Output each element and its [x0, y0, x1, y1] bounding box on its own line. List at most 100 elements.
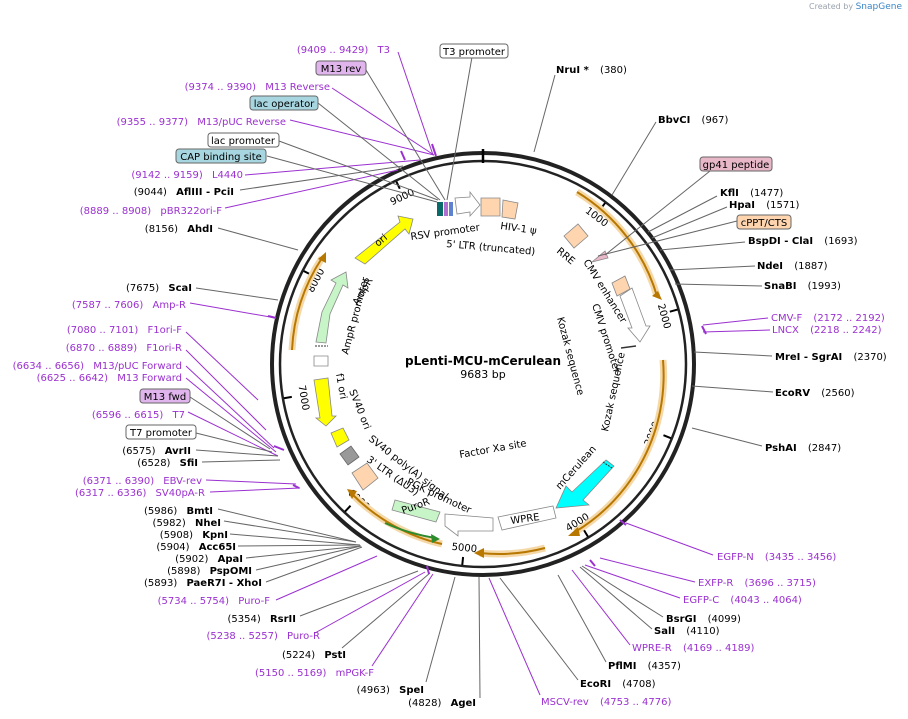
- site-mrei-sgrai: MreI - SgrAI (2370): [775, 352, 887, 363]
- leader-pflmi: [557, 574, 607, 663]
- leader-kfli: [647, 195, 718, 233]
- pgk-promoter-arrow: [444, 513, 494, 537]
- cppt-label: cPPT/CTS: [741, 218, 787, 229]
- leader-nhei: [223, 520, 357, 543]
- leader-avrii: [195, 449, 279, 457]
- leader-psti: [341, 572, 431, 649]
- orf-arc-2-line: [574, 359, 665, 533]
- leader-snabi: [674, 283, 763, 287]
- primer-egfpc: EGFP-C (4043 .. 4064): [683, 595, 802, 606]
- leader-ampr: [189, 302, 277, 319]
- primer-mscvrev: MSCV-rev (4753 .. 4776): [541, 697, 671, 708]
- scale-tick-3000: [663, 434, 672, 440]
- site-kpni: (5908) KpnI: [160, 530, 228, 541]
- primer-f1orif: (7080 .. 7101) F1ori-F: [67, 325, 182, 336]
- primer-m13fwd: (6625 .. 6642) M13 Forward: [37, 373, 182, 384]
- leader-scai: [195, 287, 279, 301]
- puror-orf-arc-head: [431, 534, 440, 543]
- t7-promoter-box: [125, 424, 197, 440]
- scale-label-7000: 7000: [296, 384, 311, 411]
- primer-puror: (5238 .. 5257) Puro-R: [206, 631, 320, 642]
- ampr-arrow: [315, 271, 349, 344]
- site-afliii-pcii: (9044) AflIII - PciI: [134, 187, 234, 198]
- credit-brand: SnapGene: [855, 2, 902, 12]
- primer-tick-t3: [431, 143, 437, 157]
- site-apai: (5902) ApaI: [175, 554, 243, 565]
- leader-lncx: [702, 329, 771, 333]
- primer-tick-l4440: [400, 150, 406, 161]
- site-nhei: (5982) NheI: [153, 518, 221, 529]
- primer-l4440: (9142 .. 9159) L4440: [131, 170, 243, 181]
- leader-m13fwd-box: [189, 396, 271, 450]
- orf-arc-1-line: [576, 191, 658, 297]
- site-sfii: (6528) SfiI: [137, 458, 198, 469]
- leader-ebvrev: [205, 479, 297, 485]
- ltr5-label: 5' LTR (truncated): [446, 239, 536, 258]
- hiv-psi-box: [480, 197, 501, 217]
- leader-ndei: [669, 265, 756, 271]
- site-bbvci: BbvCI (967): [658, 115, 729, 126]
- cppt-box: [591, 250, 609, 263]
- leader-bsrgi: [581, 565, 664, 618]
- leader-cmvf: [702, 317, 769, 326]
- primer-tick-ampr: [267, 315, 277, 319]
- leader-xhoi: [265, 546, 363, 583]
- leader-m13fwd: [185, 377, 277, 453]
- sv40-ori-box: [330, 427, 350, 448]
- primer-cmvf: CMV-F (2172 .. 2192): [771, 313, 885, 324]
- lac-cluster-box: [437, 202, 443, 216]
- leader-mrei: [693, 351, 773, 357]
- leader-egfpc: [584, 564, 681, 599]
- primer-mpgkf: (5150 .. 5169) mPGK-F: [255, 668, 374, 679]
- primer-purof: (5734 .. 5754) Puro-F: [158, 596, 271, 607]
- primer-pbr322: (8889 .. 8908) pBR322ori-F: [80, 206, 222, 217]
- plasmid-name: pLenti-MCU-mCerulean: [405, 354, 561, 368]
- site-hpai: HpaI (1571): [729, 200, 800, 211]
- m13-rev-label: M13 rev: [321, 64, 362, 75]
- gp41-label: gp41 peptide: [703, 160, 770, 171]
- m13-rev-box: [444, 202, 448, 216]
- leader-bmti: [217, 508, 357, 543]
- orf-arc-4-head: [347, 489, 357, 499]
- leader-l4440: [244, 159, 421, 176]
- leader-gp41: [604, 170, 711, 256]
- site-ecori: EcoRI (4708): [580, 679, 656, 690]
- leader-sv40par: [209, 487, 301, 493]
- leader-lac-operator: [317, 102, 441, 201]
- leader-ecori: [499, 577, 579, 681]
- leader-ecorv: [691, 385, 774, 393]
- credit-prefix: Created by: [809, 2, 854, 11]
- leader-cppt: [597, 220, 738, 257]
- kozak-label-2: Kozak sequence: [600, 351, 628, 432]
- leader-bbvci: [611, 121, 657, 196]
- sv40-polya-box: [339, 445, 360, 466]
- leader-m13reverse: [331, 87, 435, 156]
- primer-tick-cmv: [701, 325, 707, 335]
- mcerulean-arrow: [555, 459, 615, 509]
- cmv-tick: [620, 345, 637, 349]
- lac-promoter-box: [207, 132, 280, 148]
- primer-t7: (6596 .. 6615) T7: [92, 410, 185, 421]
- leader-t7: [187, 411, 279, 457]
- primer-sv40par: (6317 .. 6336) SV40pA-R: [75, 488, 205, 499]
- hiv-psi-label: HIV-1 ψ: [500, 221, 538, 237]
- orf-arc-1-head: [652, 291, 662, 300]
- site-ndei: NdeI (1887): [757, 261, 828, 272]
- ampr-label: AmpR: [351, 276, 375, 307]
- leader-sfii: [201, 459, 281, 463]
- primer-tick-exfp: [589, 559, 596, 567]
- leader-m13rev: [365, 69, 446, 201]
- leader-sali: [579, 566, 653, 630]
- orf-arcs: [288, 189, 668, 558]
- scale-label-2000: 2000: [655, 303, 672, 330]
- primer-egfpn: EGFP-N (3435 .. 3456): [717, 552, 836, 563]
- rsv-promoter-arrow: [454, 190, 481, 218]
- primer-tick-egfp: [619, 519, 627, 526]
- ltr3-box: [351, 462, 379, 491]
- backbone: [270, 149, 696, 577]
- primer-tick-m13: [273, 445, 285, 451]
- primer-m13reverse: (9374 .. 9390) M13 Reverse: [185, 82, 330, 93]
- orf-arc-2-head: [568, 527, 580, 536]
- site-rsrii: (5354) RsrII: [228, 614, 296, 625]
